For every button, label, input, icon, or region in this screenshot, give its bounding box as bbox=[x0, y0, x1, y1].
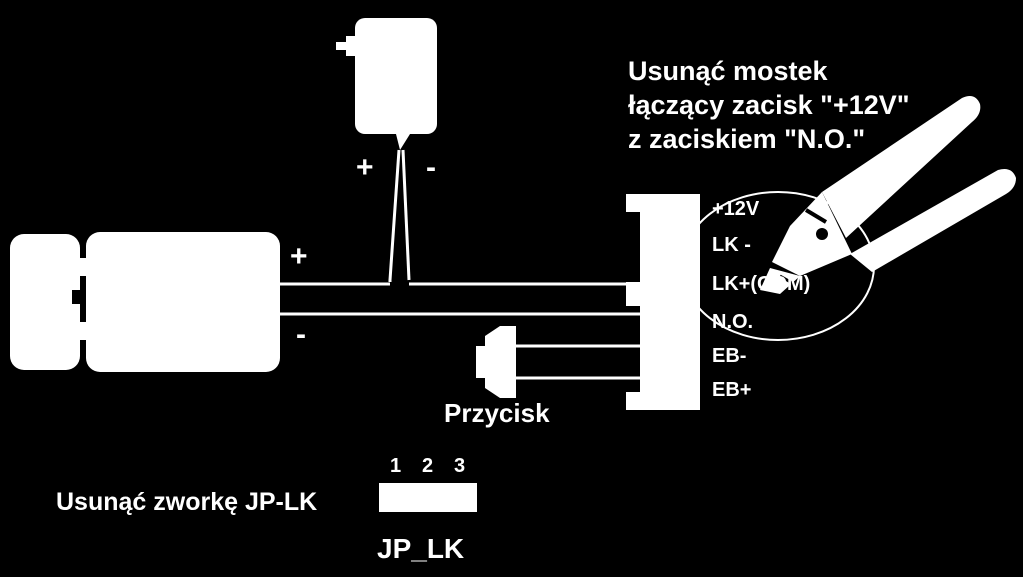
lock-minus-sign: - bbox=[296, 318, 306, 351]
jumper-jp-lk: 1 2 3 Usunąć zworkę JP-LK JP_LK bbox=[56, 455, 477, 564]
main-wires bbox=[280, 282, 640, 316]
lock-plus-sign: + bbox=[290, 240, 308, 273]
terminal-label: LK+(COM) bbox=[712, 273, 810, 295]
adapter-minus-sign: - bbox=[426, 151, 436, 184]
pliers bbox=[681, 96, 1016, 341]
jumper-pin-label: 1 bbox=[390, 455, 401, 477]
terminal-label: LK - bbox=[712, 234, 751, 256]
jumper-pin-label: 2 bbox=[422, 455, 433, 477]
instruction-text: Usunąć mostek łączący zacisk "+12V" z za… bbox=[628, 56, 910, 154]
terminal-block bbox=[626, 194, 700, 410]
instruction-line-1: Usunąć mostek bbox=[628, 56, 829, 86]
button-label: Przycisk bbox=[444, 398, 550, 428]
terminal-label: EB- bbox=[712, 345, 746, 367]
electric-lock bbox=[10, 232, 280, 372]
terminal-label: N.O. bbox=[712, 311, 753, 333]
terminal-label: +12V bbox=[712, 198, 760, 220]
push-button bbox=[476, 326, 516, 398]
instruction-line-3: z zaciskiem "N.O." bbox=[628, 124, 865, 154]
power-adapter bbox=[336, 18, 437, 150]
jumper-pin-label: 3 bbox=[454, 455, 465, 477]
jumper-header bbox=[379, 483, 477, 512]
jumper-instruction: Usunąć zworkę JP-LK bbox=[56, 488, 317, 516]
instruction-line-2: łączący zacisk "+12V" bbox=[628, 90, 910, 120]
adapter-wires bbox=[388, 149, 411, 282]
terminal-label: EB+ bbox=[712, 379, 751, 401]
button-wires bbox=[516, 344, 640, 380]
adapter-plus-sign: + bbox=[356, 151, 374, 184]
terminal-labels: +12V LK - LK+(COM) N.O. EB- EB+ bbox=[712, 198, 810, 401]
jumper-name: JP_LK bbox=[377, 533, 464, 564]
